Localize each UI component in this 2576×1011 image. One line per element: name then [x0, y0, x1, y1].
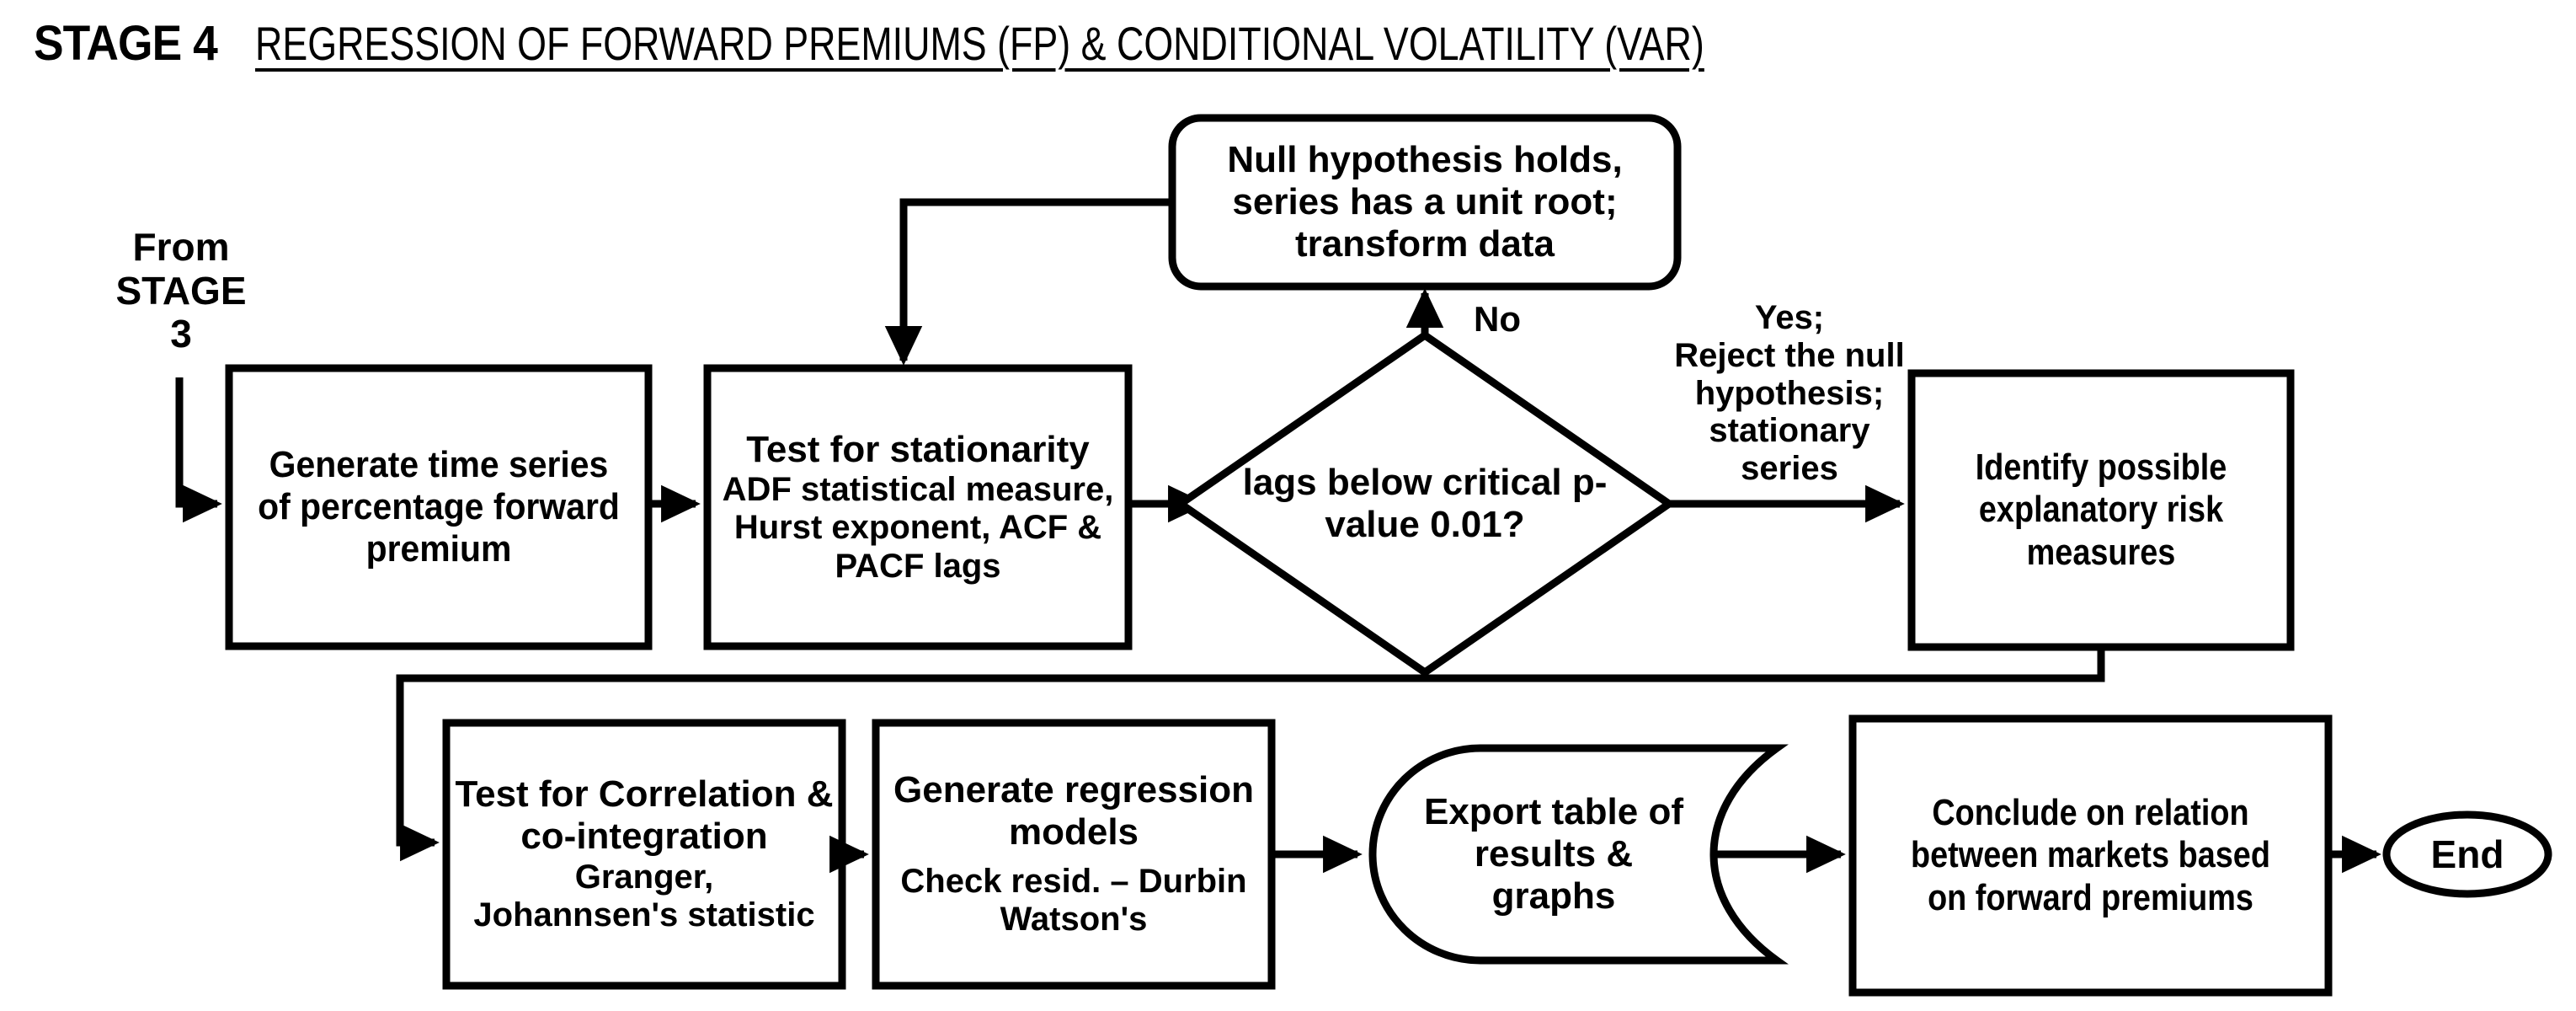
node-null-hypothesis-fill	[1172, 118, 1677, 286]
node-conclude-fill	[1853, 719, 2328, 992]
node-export-results-fill	[1373, 748, 1777, 960]
stage-label: STAGE 4	[34, 16, 218, 71]
page-header: STAGE 4 REGRESSION OF FORWARD PREMIUMS (…	[34, 15, 2067, 72]
node-end[interactable]	[2382, 810, 2552, 898]
node-identify-risk-fill	[1912, 373, 2291, 647]
node-export-results[interactable]	[1368, 744, 1789, 965]
connector-transform-feedback	[884, 198, 1172, 366]
node-end-fill	[2387, 815, 2548, 894]
connector-entry	[175, 377, 222, 523]
edge-label-yes: Yes; Reject the null hypothesis; station…	[1674, 299, 1905, 488]
node-generate-time-series-fill	[229, 368, 648, 646]
node-decision-lags-fill	[1181, 335, 1669, 672]
node-test-stationarity-fill	[707, 368, 1128, 646]
node-generate-regression-fill	[876, 723, 1272, 986]
entry-label: From STAGE 3	[115, 225, 247, 356]
node-decision-lags[interactable]	[1174, 330, 1676, 677]
node-test-correlation-fill	[446, 723, 842, 986]
edge-label-no: No	[1474, 299, 1521, 339]
stage-title: REGRESSION OF FORWARD PREMIUMS (FP) & CO…	[254, 17, 1704, 70]
connector-identify-to-correlation	[396, 647, 2105, 862]
